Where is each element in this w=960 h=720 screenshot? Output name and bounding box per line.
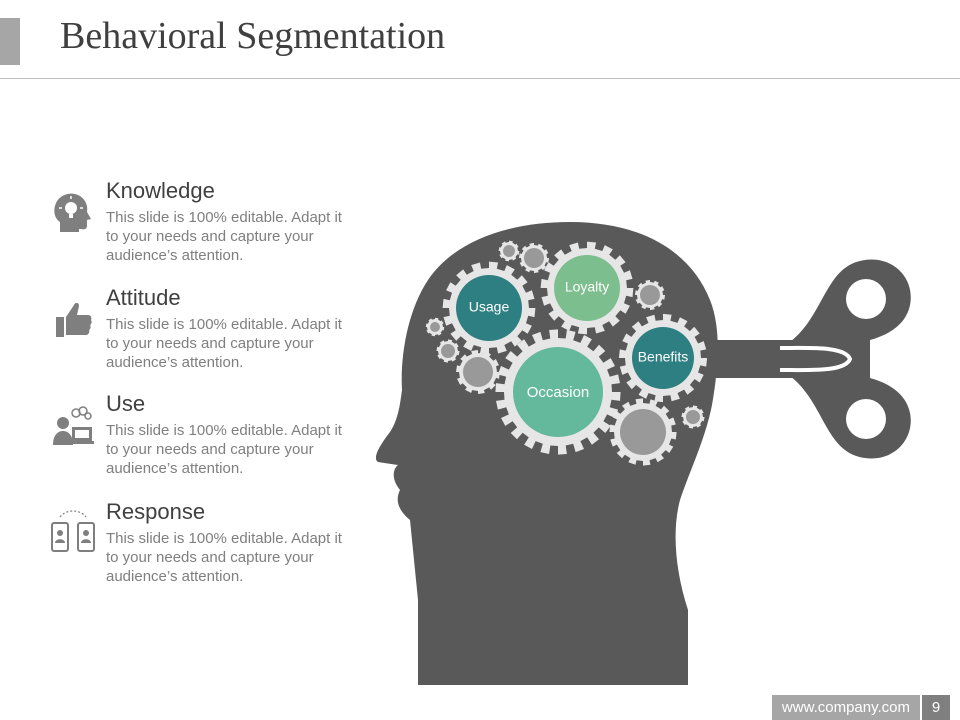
gear-occasion bbox=[495, 329, 621, 455]
item-description: This slide is 100% editable. Adapt it to… bbox=[106, 422, 342, 477]
page-title: Behavioral Segmentation bbox=[60, 15, 446, 57]
gear-small-3 bbox=[518, 242, 550, 274]
title-divider bbox=[0, 78, 960, 79]
wind-up-key-icon bbox=[700, 259, 911, 459]
title-accent-bar bbox=[0, 18, 20, 65]
item-description: This slide is 100% editable. Adapt it to… bbox=[106, 530, 342, 585]
user-computer-icon bbox=[50, 401, 96, 451]
gear-small-5 bbox=[634, 279, 666, 311]
footer-url: www.company.com bbox=[771, 695, 920, 720]
gear-small-1 bbox=[609, 398, 677, 466]
item-use: Use This slide is 100% editable. Adapt i… bbox=[48, 391, 368, 486]
item-knowledge: Knowledge This slide is 100% editable. A… bbox=[48, 178, 368, 273]
item-description: This slide is 100% editable. Adapt it to… bbox=[106, 316, 342, 371]
gear-small-4 bbox=[498, 240, 520, 262]
gear-label-occasion: Occasion bbox=[527, 384, 590, 401]
item-title: Response bbox=[106, 499, 206, 524]
head-lightbulb-icon bbox=[50, 188, 96, 238]
gear-label-usage: Usage bbox=[469, 299, 510, 315]
item-description: This slide is 100% editable. Adapt it to… bbox=[106, 209, 342, 264]
thumbs-up-icon bbox=[50, 295, 96, 345]
item-title: Use bbox=[106, 391, 146, 416]
item-response: Response This slide is 100% editable. Ad… bbox=[48, 499, 368, 594]
footer: www.company.com 9 bbox=[771, 695, 950, 720]
phones-exchange-icon bbox=[50, 509, 96, 559]
gear-small-2 bbox=[456, 350, 500, 394]
item-attitude: Attitude This slide is 100% editable. Ad… bbox=[48, 285, 368, 380]
gear-label-benefits: Benefits bbox=[638, 349, 689, 365]
gear-small-7 bbox=[425, 317, 445, 337]
head-gears-illustration: Usage Loyalty Benefits Occasion bbox=[360, 220, 960, 690]
page-number: 9 bbox=[922, 695, 950, 720]
gear-usage bbox=[442, 261, 536, 355]
gear-small-8 bbox=[681, 405, 705, 429]
item-title: Knowledge bbox=[106, 178, 215, 203]
gear-loyalty bbox=[540, 241, 634, 335]
gear-benefits bbox=[618, 313, 708, 403]
gear-label-loyalty: Loyalty bbox=[565, 279, 609, 295]
item-title: Attitude bbox=[106, 285, 181, 310]
gear-small-6 bbox=[436, 339, 460, 363]
